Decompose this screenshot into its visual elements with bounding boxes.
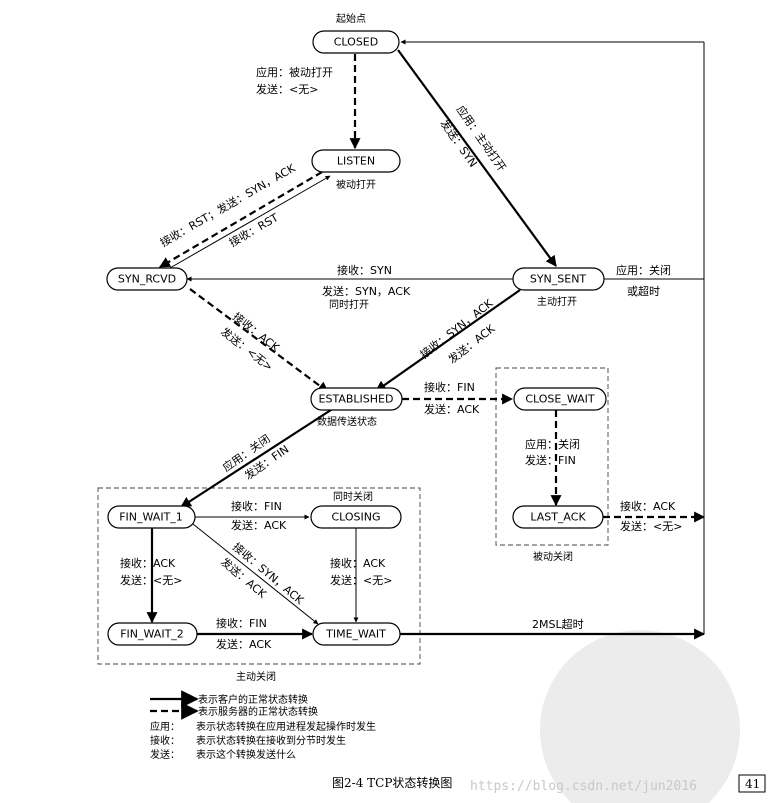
label-fw1-recv-ack: 接收：ACK: [120, 556, 176, 570]
state-fin-wait-2: FIN_WAIT_2: [107, 622, 198, 646]
legend-send-key: 发送：: [150, 748, 180, 761]
legend-app-key: 应用：: [150, 720, 180, 733]
legend-server-text: 表示服务器的正常状态转换: [198, 705, 318, 718]
state-closed: CLOSED: [312, 30, 400, 54]
label-recv-rst-send-syn-ack: 接收：RST；发送：SYN，ACK: [158, 160, 299, 249]
label-send-none-last: 发送：<无>: [620, 519, 682, 533]
label-recv-syn: 接收：SYN: [337, 263, 392, 277]
note-syn-sent-active-open: 主动打开: [537, 295, 577, 308]
label-app-close: 应用：关闭: [616, 263, 671, 277]
legend: 表示客户的正常状态转换 表示服务器的正常状态转换 应用： 表示状态转换在应用进程…: [150, 690, 376, 761]
label-cw-send-fin: 发送：FIN: [525, 453, 576, 467]
note-listen-passive-open: 被动打开: [336, 178, 376, 191]
label-fw1-recv-fin: 接收：FIN: [231, 499, 282, 513]
edge-synrcvd-established: [189, 288, 329, 393]
label-fw2-send-ack: 发送：ACK: [216, 637, 272, 651]
legend-client-text: 表示客户的正常状态转换: [198, 693, 308, 706]
state-fin-wait-1-label: FIN_WAIT_1: [119, 511, 183, 524]
page-number-box: [738, 774, 766, 793]
state-established: ESTABLISHED: [310, 387, 403, 411]
label-recv-ack-last: 接收：ACK: [620, 499, 676, 513]
label-closing-send-none: 发送：<无>: [330, 573, 392, 587]
passive-close-box: [495, 367, 609, 546]
state-time-wait-label: TIME_WAIT: [325, 628, 386, 641]
state-established-label: ESTABLISHED: [319, 393, 394, 406]
label-fw1-send-none: 发送：<无>: [120, 573, 182, 587]
label-send-syn-ack: 发送：SYN，ACK: [322, 284, 411, 298]
state-closing: CLOSING: [310, 505, 402, 529]
active-close-box: [97, 487, 421, 665]
state-closing-label: CLOSING: [331, 511, 380, 524]
state-close-wait-label: CLOSE_WAIT: [525, 393, 595, 406]
label-cw-app-close: 应用：关闭: [525, 437, 580, 451]
state-syn-rcvd: SYN_RCVD: [106, 267, 188, 291]
label-app-passive-open: 应用：被动打开: [256, 65, 333, 79]
state-listen-label: LISTEN: [337, 155, 375, 168]
state-close-wait: CLOSE_WAIT: [513, 387, 607, 411]
state-syn-sent: SYN_SENT: [512, 267, 605, 291]
state-last-ack-label: LAST_ACK: [530, 511, 586, 524]
state-syn-sent-label: SYN_SENT: [530, 273, 587, 286]
edge-finwait1-timewait: [192, 523, 319, 625]
edge-synsent-established: [375, 289, 521, 392]
note-start-point: 起始点: [336, 12, 366, 25]
edge-closed-synsent: [397, 49, 557, 267]
label-closing-recv-ack: 接收：ACK: [330, 556, 386, 570]
legend-recv-key: 接收：: [150, 734, 180, 747]
watermark-stamp: https://blog.csdn.net/jun2016: [470, 630, 740, 803]
label-msl-timeout: 2MSL超时: [532, 617, 584, 631]
state-fin-wait-2-label: FIN_WAIT_2: [120, 628, 184, 641]
state-time-wait: TIME_WAIT: [312, 622, 401, 646]
label-or-timeout: 或超时: [627, 284, 660, 298]
label-send-none-1: 发送：<无>: [256, 82, 318, 96]
legend-send-desc: 表示这个转换发送什么: [196, 748, 296, 761]
state-closed-label: CLOSED: [334, 36, 378, 49]
label-send-ack-2: 发送：ACK: [424, 402, 480, 416]
note-passive-close: 被动关闭: [533, 550, 573, 563]
legend-recv-desc: 表示状态转换在接收到分节时发生: [196, 734, 346, 747]
figure-caption: 图2-4 TCP状态转换图: [332, 775, 452, 790]
state-listen: LISTEN: [311, 149, 401, 173]
page-number: 41: [745, 777, 760, 791]
note-active-close: 主动关闭: [236, 670, 276, 683]
state-last-ack: LAST_ACK: [512, 505, 604, 529]
note-established-data: 数据传送状态: [317, 415, 377, 428]
label-recv-fin-1: 接收：FIN: [424, 380, 475, 394]
edge-synrcvd-listen: [169, 175, 331, 269]
edge-listen-synrcvd: [159, 171, 323, 268]
state-fin-wait-1: FIN_WAIT_1: [107, 505, 196, 529]
watermark-text: https://blog.csdn.net/jun2016: [470, 779, 697, 794]
label-fw1-send-ack: 发送：ACK: [231, 518, 287, 532]
legend-app-desc: 表示状态转换在应用进程发起操作时发生: [196, 720, 376, 733]
label-fw2-recv-fin: 接收：FIN: [216, 616, 267, 630]
label-recv-rst: 接收：RST: [227, 210, 281, 249]
state-syn-rcvd-label: SYN_RCVD: [118, 273, 176, 286]
note-simultaneous-open: 同时打开: [329, 298, 369, 311]
edge-established-finwait1: [180, 407, 335, 508]
note-simultaneous-close: 同时关闭: [333, 490, 373, 503]
